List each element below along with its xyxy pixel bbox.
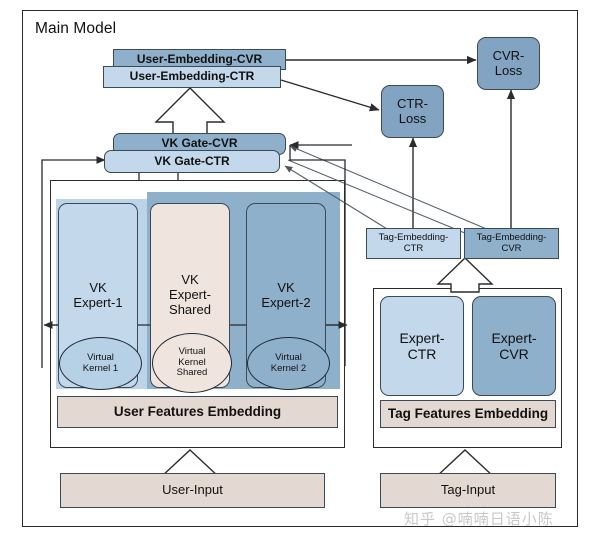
- vk-expert-1-line-1: VK: [89, 279, 107, 295]
- vk-gate-ctr-box[interactable]: VK Gate-CTR: [104, 150, 280, 173]
- cvr-loss-box[interactable]: CVR- Loss: [477, 37, 540, 90]
- tag-features-embedding-box[interactable]: Tag Features Embedding: [380, 400, 556, 428]
- tag-embedding-ctr-box[interactable]: Tag-Embedding- CTR: [366, 228, 461, 259]
- expert-cvr-box[interactable]: Expert- CVR: [472, 296, 556, 396]
- virtual-kernel-shared-line-2: Kernel: [178, 356, 206, 368]
- vk-expert-2-line-1: VK: [277, 279, 295, 295]
- ctr-loss-box[interactable]: CTR- Loss: [381, 85, 444, 138]
- vk-expert-shared-line-2: Expert-: [169, 287, 211, 303]
- virtual-kernel-shared-line-3: Shared: [176, 367, 208, 379]
- user-features-embedding-box[interactable]: User Features Embedding: [57, 396, 338, 428]
- virtual-kernel-shared-ellipse[interactable]: Virtual Kernel Shared: [152, 333, 232, 393]
- tag-embedding-ctr-line-1: Tag-Embedding-: [378, 231, 449, 243]
- watermark: 知乎 @喃喃日语小陈: [404, 510, 554, 528]
- virtual-kernel-2-line-1: Virtual: [275, 351, 302, 363]
- page-title: Main Model: [35, 20, 117, 37]
- user-input-box[interactable]: User-Input: [60, 473, 325, 508]
- virtual-kernel-2-line-2: Kernel 2: [270, 362, 307, 374]
- vk-expert-1-line-2: Expert-1: [73, 294, 123, 310]
- tag-embedding-cvr-line-2: CVR: [501, 242, 522, 254]
- user-embedding-cvr-box[interactable]: User-Embedding-CVR: [113, 49, 286, 70]
- vk-expert-2-line-2: Expert-2: [261, 294, 311, 310]
- ctr-loss-line-2: Loss: [398, 110, 427, 126]
- expert-cvr-line-1: Expert-: [491, 329, 537, 346]
- tag-embedding-ctr-line-2: CTR: [403, 242, 424, 254]
- virtual-kernel-1-line-1: Virtual: [87, 351, 114, 363]
- cvr-loss-line-2: Loss: [494, 62, 523, 78]
- virtual-kernel-1-ellipse[interactable]: Virtual Kernel 1: [59, 337, 142, 390]
- expert-cvr-line-2: CVR: [499, 346, 529, 362]
- expert-ctr-line-2: CTR: [407, 346, 437, 362]
- vk-expert-shared-line-3: Shared: [169, 301, 211, 317]
- expert-ctr-box[interactable]: Expert- CTR: [380, 296, 464, 396]
- expert-ctr-line-1: Expert-: [399, 329, 445, 346]
- tag-input-box[interactable]: Tag-Input: [380, 473, 556, 508]
- tag-embedding-cvr-line-1: Tag-Embedding-: [476, 231, 547, 243]
- virtual-kernel-shared-line-1: Virtual: [178, 346, 206, 358]
- tag-embedding-cvr-box[interactable]: Tag-Embedding- CVR: [464, 228, 559, 259]
- virtual-kernel-1-line-2: Kernel 1: [82, 362, 119, 374]
- vk-expert-shared-line-1: VK: [181, 272, 199, 288]
- ctr-loss-line-1: CTR-: [396, 95, 429, 111]
- virtual-kernel-2-ellipse[interactable]: Virtual Kernel 2: [247, 337, 330, 390]
- main-model-frame: [22, 10, 578, 527]
- user-embedding-ctr-box[interactable]: User-Embedding-CTR: [103, 66, 281, 88]
- cvr-loss-line-1: CVR-: [492, 47, 525, 63]
